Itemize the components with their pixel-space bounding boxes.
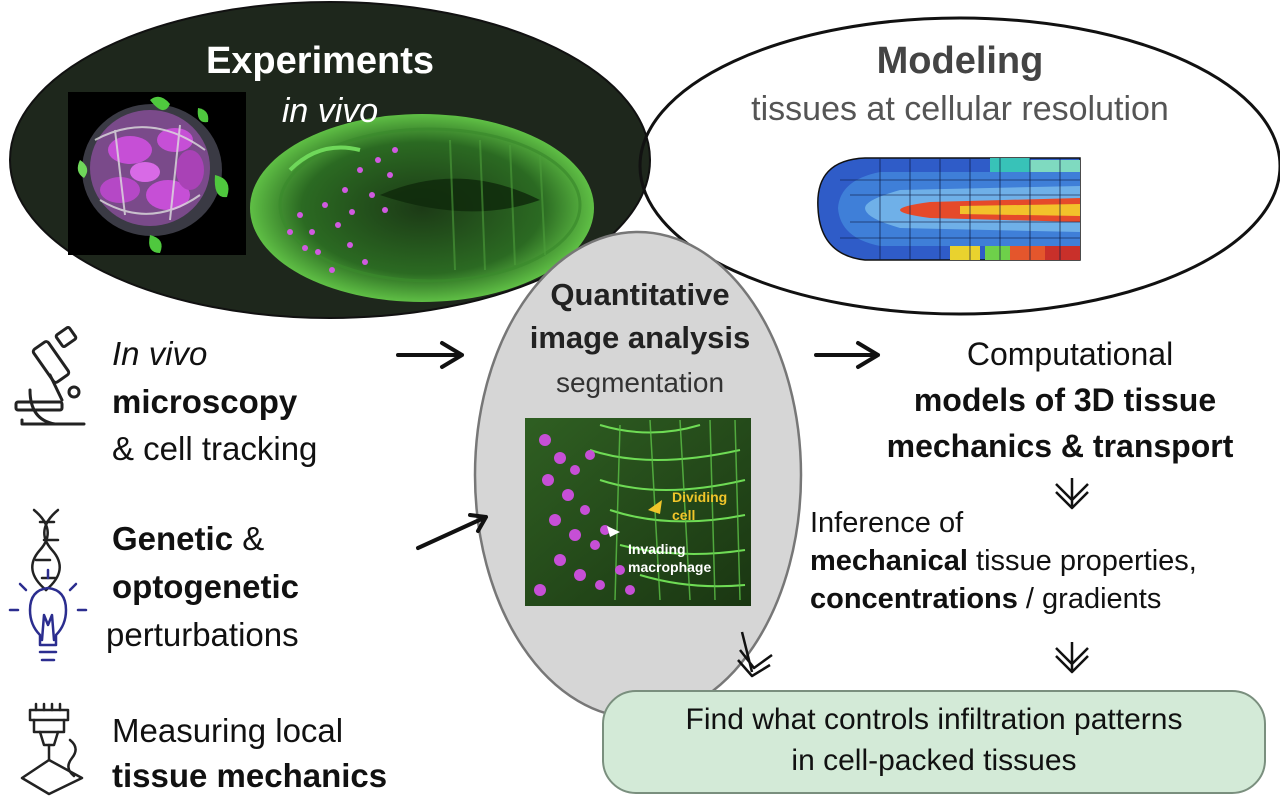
inference-concentrations: concentrations — [810, 583, 1018, 615]
label-dividing-cell: Dividing cell — [672, 488, 727, 524]
inference-line2: mechanical tissue properties, — [810, 545, 1197, 578]
dna-icon — [31, 508, 61, 592]
label-cell: cell — [672, 507, 696, 523]
microscopy-line2: microscopy — [112, 383, 298, 420]
analysis-title-line2: image analysis — [529, 320, 751, 355]
segmentation-image — [525, 418, 751, 606]
label-invading: Invading — [628, 541, 686, 557]
computational-line2: models of 3D tissue — [913, 382, 1217, 418]
double-chevrons — [737, 478, 1089, 678]
arrow-genetic-to-analysis — [416, 513, 488, 550]
modeling-ellipse — [638, 16, 1280, 316]
modeling-title: Modeling — [876, 40, 1044, 82]
genetic-line1: Genetic & — [112, 520, 264, 558]
conclusion-line1: Find what controls infiltration patterns — [685, 703, 1183, 736]
arrows — [396, 341, 880, 550]
experiments-subtitle: in vivo — [281, 92, 379, 130]
arrow-analysis-to-computational — [814, 341, 880, 369]
arrow-microscopy-to-analysis — [396, 341, 464, 369]
computational-line3: mechanics & transport — [886, 428, 1234, 464]
indenter-icon — [20, 702, 84, 796]
genetic-bold: Genetic — [112, 520, 234, 557]
genetic-amp: & — [233, 520, 265, 557]
root-tip-model-image — [817, 157, 1081, 261]
inference-line3: concentrations / gradients — [810, 583, 1161, 616]
experiments-title: Experiments — [205, 40, 435, 82]
genetic-line2: optogenetic — [112, 568, 299, 605]
inference-properties: tissue properties, — [967, 545, 1197, 577]
inference-mechanical: mechanical — [810, 545, 968, 577]
label-dividing: Dividing — [672, 489, 728, 505]
conclusion-box — [602, 690, 1266, 794]
microscope-icon — [14, 325, 86, 426]
modeling-subtitle: tissues at cellular resolution — [751, 90, 1169, 128]
genetic-line3: perturbations — [106, 616, 299, 653]
inference-gradients: / gradients — [1017, 583, 1162, 615]
microscopy-line3: & cell tracking — [112, 430, 318, 467]
mechanics-line1: Measuring local — [112, 712, 344, 749]
inference-line1: Inference of — [810, 507, 964, 539]
mechanics-line2: tissue mechanics — [112, 757, 388, 794]
analysis-title-line1: Quantitative — [550, 277, 730, 312]
chevron-analysis-to-final — [737, 631, 773, 678]
lightbulb-icon — [8, 568, 88, 662]
chevron-inference-to-final — [1055, 642, 1089, 674]
analysis-subtitle: segmentation — [555, 367, 725, 398]
microscopy-line1: In vivo — [112, 335, 208, 372]
label-invading-macrophage: Invading macrophage — [628, 540, 711, 576]
conclusion-line2: in cell-packed tissues — [791, 744, 1077, 777]
computational-line1: Computational — [966, 336, 1174, 372]
chevron-computational-to-inference — [1055, 478, 1089, 510]
embryo-large-image — [250, 114, 594, 302]
label-macrophage: macrophage — [628, 559, 712, 575]
embryo-cluster-image — [68, 92, 246, 255]
